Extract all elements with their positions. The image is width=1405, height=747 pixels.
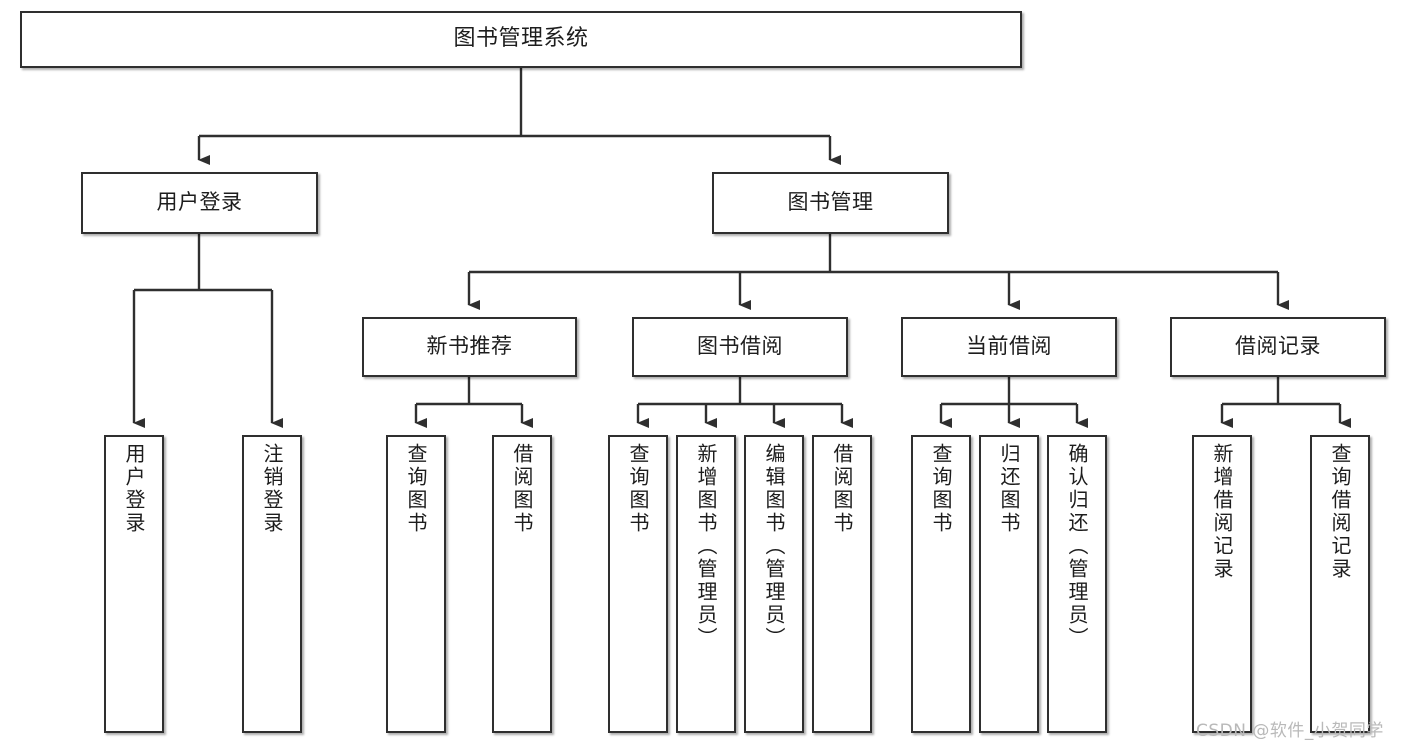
- leaf-confirm-return[interactable]: 确认归还（管理员）: [1047, 435, 1107, 733]
- leaf-query-record[interactable]: 查询借阅记录: [1310, 435, 1370, 733]
- leaf-edit-book[interactable]: 编辑图书（管理员）: [744, 435, 804, 733]
- node-book-borrow[interactable]: 图书借阅: [632, 317, 848, 377]
- node-label: 新增图书（管理员）: [694, 443, 718, 650]
- leaf-logout[interactable]: 注销登录: [242, 435, 302, 733]
- leaf-borrow-book-1[interactable]: 借阅图书: [492, 435, 552, 733]
- node-label: 当前借阅: [966, 334, 1052, 359]
- leaf-add-book[interactable]: 新增图书（管理员）: [676, 435, 736, 733]
- node-label: 借阅图书: [510, 443, 534, 535]
- node-label: 图书借阅: [697, 334, 783, 359]
- leaf-add-record[interactable]: 新增借阅记录: [1192, 435, 1252, 733]
- leaf-return-book[interactable]: 归还图书: [979, 435, 1039, 733]
- node-label: 用户登录: [156, 190, 243, 215]
- node-label: 查询图书: [404, 443, 428, 535]
- node-label: 图书管理: [787, 190, 874, 215]
- node-root-system[interactable]: 图书管理系统: [20, 11, 1022, 68]
- leaf-borrow-book-2[interactable]: 借阅图书: [812, 435, 872, 733]
- node-label: 新书推荐: [426, 334, 513, 359]
- leaf-user-login[interactable]: 用户登录: [104, 435, 164, 733]
- leaf-query-book-1[interactable]: 查询图书: [386, 435, 446, 733]
- node-book-manage[interactable]: 图书管理: [712, 172, 949, 234]
- node-label: 确认归还（管理员）: [1065, 443, 1089, 650]
- node-label: 新增借阅记录: [1210, 443, 1234, 581]
- leaf-query-book-3[interactable]: 查询图书: [911, 435, 971, 733]
- node-label: 图书管理系统: [453, 26, 589, 52]
- node-new-book-rec[interactable]: 新书推荐: [362, 317, 577, 377]
- leaf-query-book-2[interactable]: 查询图书: [608, 435, 668, 733]
- node-label: 编辑图书（管理员）: [762, 443, 786, 650]
- node-user-login[interactable]: 用户登录: [81, 172, 318, 234]
- node-label: 借阅记录: [1235, 334, 1321, 359]
- node-label: 归还图书: [997, 443, 1021, 535]
- node-current-borrow[interactable]: 当前借阅: [901, 317, 1117, 377]
- node-borrow-record[interactable]: 借阅记录: [1170, 317, 1386, 377]
- node-label: 用户登录: [122, 443, 146, 535]
- node-label: 借阅图书: [830, 443, 854, 535]
- node-label: 查询借阅记录: [1328, 443, 1352, 581]
- node-label: 注销登录: [260, 443, 284, 535]
- node-label: 查询图书: [626, 443, 650, 535]
- csdn-watermark: CSDN @软件_小贺同学: [1196, 721, 1384, 741]
- node-label: 查询图书: [929, 443, 953, 535]
